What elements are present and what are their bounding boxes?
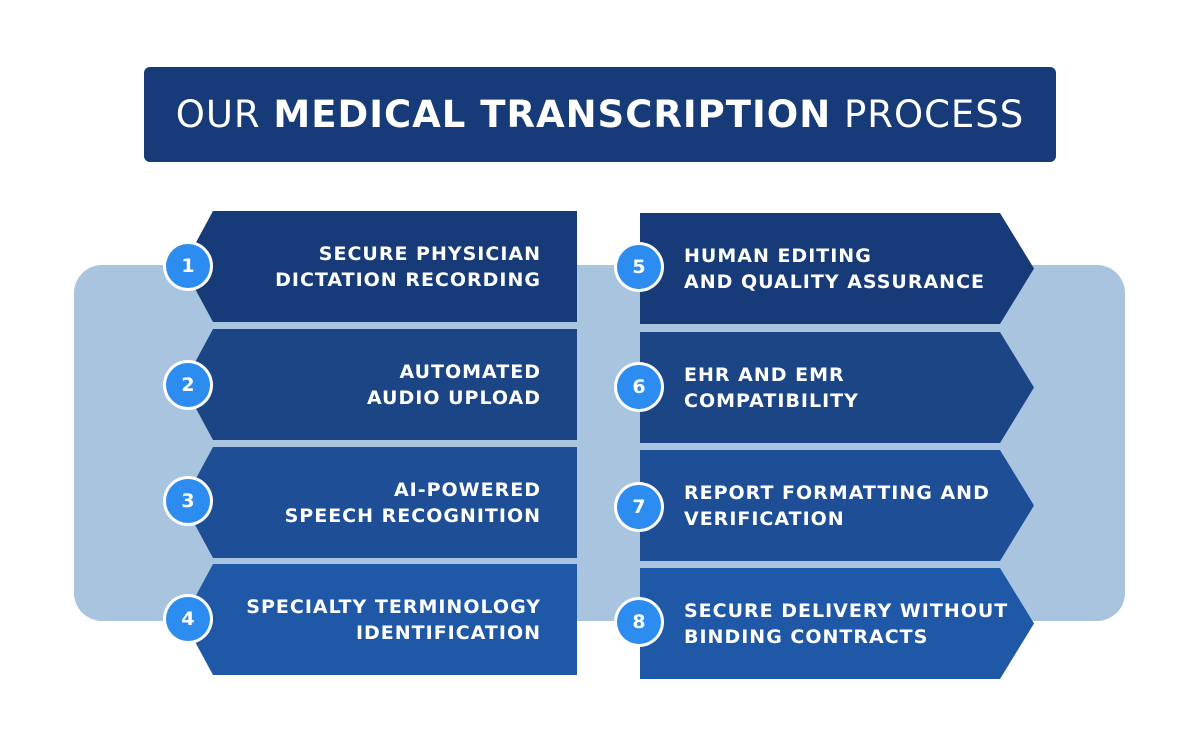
step-3: AI-POWERED SPEECH RECOGNITION — [183, 447, 577, 558]
step-8-text: SECURE DELIVERY WITHOUT BINDING CONTRACT… — [684, 599, 1009, 648]
title-suffix: PROCESS — [843, 93, 1025, 136]
step-6-text: EHR AND EMR COMPATIBILITY — [684, 363, 859, 412]
step-1-badge: 1 — [166, 244, 210, 288]
step-3-badge: 3 — [166, 479, 210, 523]
step-8-badge: 8 — [617, 600, 661, 644]
step-4: SPECIALTY TERMINOLOGY IDENTIFICATION — [183, 564, 577, 675]
step-7-badge: 7 — [617, 485, 661, 529]
step-3-text: AI-POWERED SPEECH RECOGNITION — [284, 478, 541, 527]
process-backdrop — [74, 265, 1125, 621]
step-2-text: AUTOMATED AUDIO UPLOAD — [366, 360, 541, 409]
step-5: HUMAN EDITING AND QUALITY ASSURANCE — [640, 213, 1034, 324]
step-7: REPORT FORMATTING AND VERIFICATION — [640, 450, 1034, 561]
title-prefix: OUR — [175, 93, 261, 136]
step-6-badge: 6 — [617, 365, 661, 409]
title-emphasis: MEDICAL TRANSCRIPTION — [273, 93, 832, 136]
step-5-badge: 5 — [617, 245, 661, 289]
step-2: AUTOMATED AUDIO UPLOAD — [183, 329, 577, 440]
step-2-badge: 2 — [166, 363, 210, 407]
step-6: EHR AND EMR COMPATIBILITY — [640, 332, 1034, 443]
step-1-text: SECURE PHYSICIAN DICTATION RECORDING — [275, 242, 541, 291]
step-4-text: SPECIALTY TERMINOLOGY IDENTIFICATION — [246, 595, 541, 644]
step-8: SECURE DELIVERY WITHOUT BINDING CONTRACT… — [640, 568, 1034, 679]
step-1: SECURE PHYSICIAN DICTATION RECORDING — [183, 211, 577, 322]
title-banner: OUR MEDICAL TRANSCRIPTION PROCESS — [144, 67, 1056, 162]
step-7-text: REPORT FORMATTING AND VERIFICATION — [684, 481, 990, 530]
step-4-badge: 4 — [166, 597, 210, 641]
step-5-text: HUMAN EDITING AND QUALITY ASSURANCE — [684, 244, 986, 293]
